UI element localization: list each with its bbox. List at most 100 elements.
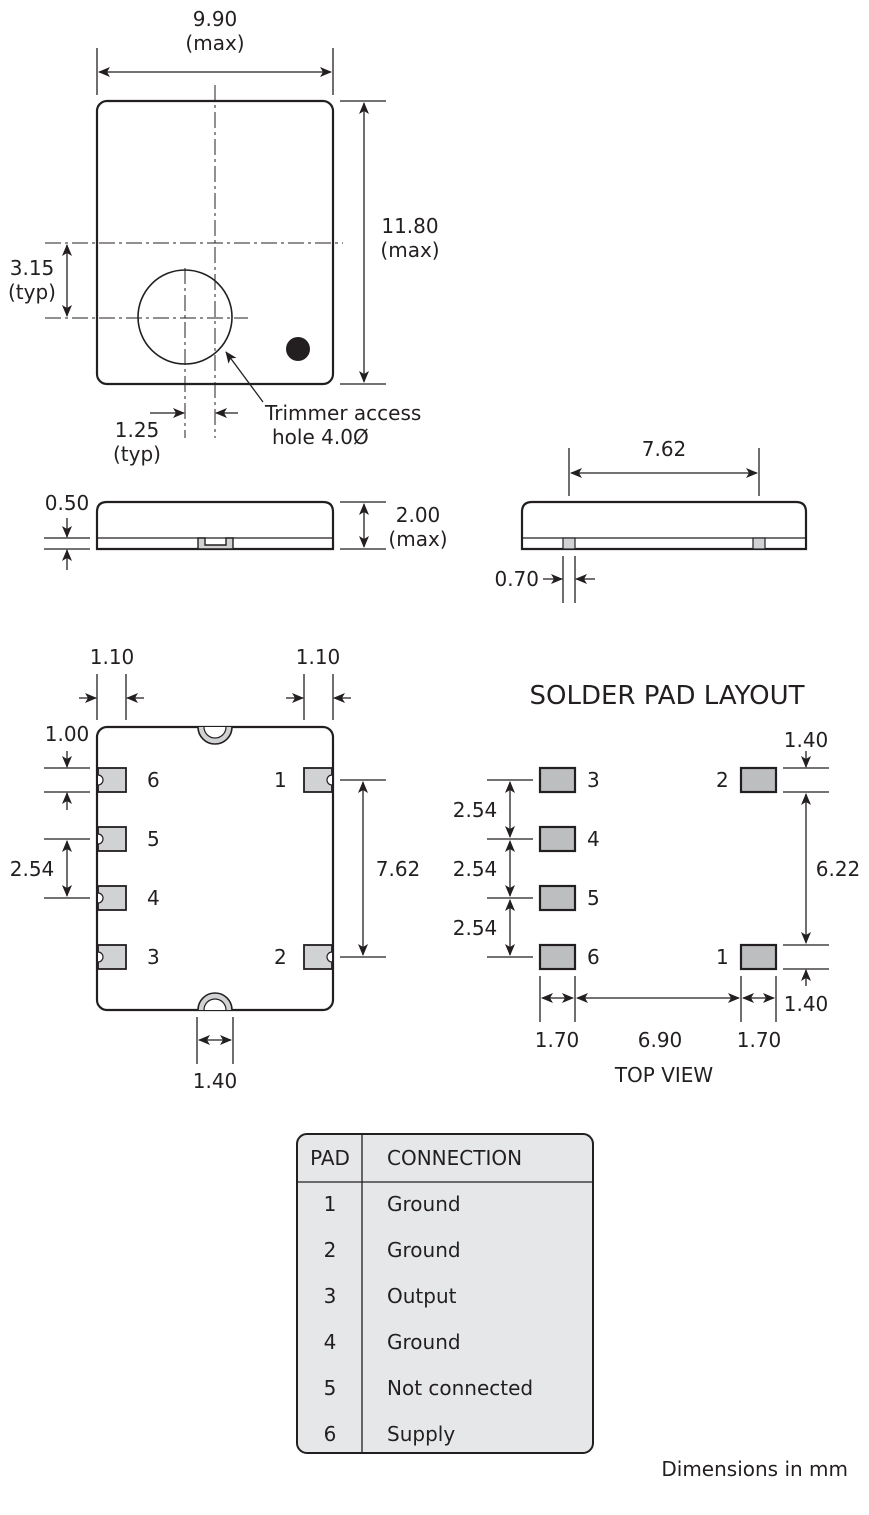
trimmer-hole — [137, 269, 233, 365]
table-row: 3 Output — [324, 1284, 457, 1308]
castellation — [97, 774, 104, 786]
pad-label: 1 — [274, 768, 287, 792]
solder-pad-6: 6 — [538, 943, 600, 971]
trimmer-label-line2: hole 4.0Ø — [272, 425, 369, 449]
side-height-value: 2.00 — [396, 503, 441, 527]
side-view-right: 7.62 0.70 — [494, 437, 808, 603]
pad-width-value: 1.00 — [45, 722, 90, 746]
castellation — [97, 833, 104, 845]
solder-pad-layout-title: SOLDER PAD LAYOUT — [529, 681, 804, 711]
solder-pad-shape — [739, 943, 778, 971]
solder-pad-5: 5 — [538, 884, 600, 912]
solder-pad-4: 4 — [538, 825, 600, 853]
package-outline-side-right — [520, 500, 808, 551]
row-connection: Not connected — [387, 1376, 533, 1400]
width-note: (max) — [185, 31, 244, 55]
pad-label: 4 — [147, 886, 160, 910]
row-connection: Supply — [387, 1422, 455, 1446]
pad-4: 4 — [97, 885, 160, 911]
notch-section — [197, 537, 234, 550]
row-connection: Ground — [387, 1330, 461, 1354]
castellation — [97, 951, 104, 963]
pad-label: 1 — [716, 945, 729, 969]
span-value: 7.62 — [376, 857, 421, 881]
header-connection: CONNECTION — [387, 1146, 522, 1170]
solder-pad-3: 3 — [538, 766, 600, 794]
solder-pad-layout: SOLDER PAD LAYOUT 3 4 5 6 2 1 — [453, 681, 861, 1087]
table-frame — [296, 1133, 594, 1454]
row-pad: 3 — [324, 1284, 337, 1308]
solder-pad-shape — [538, 884, 577, 912]
pad-label: 2 — [716, 768, 729, 792]
pad-2: 2 — [274, 944, 333, 970]
solder-pad-shape — [538, 943, 577, 971]
lead-right — [752, 537, 766, 550]
pad-label: 3 — [587, 768, 600, 792]
pad-height-bottom-value: 1.40 — [784, 992, 829, 1016]
pad-length-left-value: 1.70 — [535, 1028, 580, 1052]
pad-3: 3 — [97, 944, 160, 970]
solder-pad-shape — [739, 766, 778, 794]
hole-offset-x-value: 1.25 — [115, 418, 160, 442]
table-row: 4 Ground — [324, 1330, 461, 1354]
pad-label: 5 — [147, 827, 160, 851]
trimmer-leader-arrow — [225, 351, 264, 403]
right-pad-length-value: 1.10 — [296, 645, 341, 669]
row-connection: Ground — [387, 1238, 461, 1262]
pad-label: 6 — [587, 945, 600, 969]
solder-pad-2: 2 — [716, 766, 778, 794]
table-row: 6 Supply — [324, 1422, 456, 1446]
hole-offset-x-note: (typ) — [113, 442, 161, 466]
row-pad: 6 — [324, 1422, 337, 1446]
row-pad: 2 — [324, 1238, 337, 1262]
thickness-value: 0.50 — [45, 491, 90, 515]
span-value: 6.22 — [816, 857, 861, 881]
pitch-value-2: 2.54 — [453, 857, 498, 881]
trimmer-label-line1: Trimmer access — [264, 401, 421, 425]
pitch-value-1: 2.54 — [453, 798, 498, 822]
pad-6: 6 — [97, 767, 160, 793]
castellation — [97, 892, 104, 904]
row-connection: Output — [387, 1284, 457, 1308]
pad-label: 4 — [587, 827, 600, 851]
pad-label: 5 — [587, 886, 600, 910]
package-outline-bottom — [95, 725, 335, 1012]
pad-length-right-value: 1.70 — [737, 1028, 782, 1052]
left-pad-length-value: 1.10 — [90, 645, 135, 669]
width-value: 9.90 — [193, 7, 238, 31]
pad-height-top-value: 1.40 — [784, 728, 829, 752]
solder-pad-1: 1 — [716, 943, 778, 971]
lead-width-value: 0.70 — [494, 567, 539, 591]
table-row: 2 Ground — [324, 1238, 461, 1262]
hole-offset-y-note: (typ) — [8, 280, 56, 304]
pad-label: 6 — [147, 768, 160, 792]
castellation — [326, 774, 333, 786]
gap-value: 6.90 — [638, 1028, 683, 1052]
table-row: 1 Ground — [324, 1192, 461, 1216]
pitch-value-3: 2.54 — [453, 916, 498, 940]
solder-pad-shape — [538, 825, 577, 853]
height-note: (max) — [380, 238, 439, 262]
hole-offset-y-value: 3.15 — [10, 256, 55, 280]
row-connection: Ground — [387, 1192, 461, 1216]
top-notch-inner — [203, 726, 227, 739]
castellation — [326, 951, 333, 963]
row-pad: 5 — [324, 1376, 337, 1400]
lead-left — [562, 537, 576, 550]
lead-pitch-value: 7.62 — [642, 437, 687, 461]
top-view-label: TOP VIEW — [614, 1063, 714, 1087]
notch-width-value: 1.40 — [193, 1069, 238, 1093]
row-pad: 4 — [324, 1330, 337, 1354]
package-outline-side — [95, 500, 335, 551]
solder-pad-shape — [538, 766, 577, 794]
units-note: Dimensions in mm — [661, 1457, 848, 1481]
height-value: 11.80 — [381, 214, 438, 238]
side-height-note: (max) — [388, 527, 447, 551]
pin1-marker-dot — [286, 337, 310, 361]
top-view: 9.90 (max) 11.80 (max) 3.15 (typ) 1.25 (… — [8, 7, 440, 466]
connection-table: PAD CONNECTION 1 Ground 2 Ground 3 Outpu… — [296, 1133, 594, 1454]
bottom-notch-inner — [203, 998, 227, 1011]
header-pad: PAD — [310, 1146, 350, 1170]
row-pad: 1 — [324, 1192, 337, 1216]
